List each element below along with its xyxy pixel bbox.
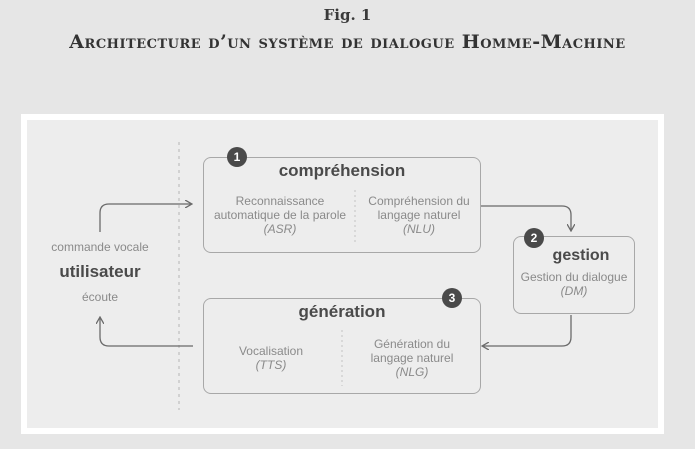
gestion-step-badge: 2 (524, 228, 544, 248)
dm-line: Gestion du dialogue (520, 270, 628, 284)
nlu-abbr: (NLU) (403, 222, 435, 236)
dm-label: Gestion du dialogue (DM) (513, 270, 635, 298)
tts-abbr: (TTS) (255, 358, 287, 372)
nlu-line-1: Compréhension du (368, 194, 470, 208)
gestion-title: gestion (552, 247, 610, 264)
asr-line-2: automatique de la parole (213, 208, 347, 222)
asr-line-1: Reconnaissance (235, 194, 325, 208)
arrow-gestion-to-generation (483, 315, 572, 346)
user-listen-label: écoute (81, 290, 119, 304)
tts-line: Vocalisation (238, 344, 304, 358)
dm-abbr: (DM) (560, 284, 588, 298)
user-label: utilisateur (59, 262, 141, 281)
comprehension-step-badge: 1 (227, 147, 247, 167)
figure-label: Fig. 1 (323, 6, 372, 24)
nlg-abbr: (NLG) (395, 365, 429, 379)
nlg-line-1: Génération du (373, 337, 451, 351)
nlu-line-2: langage naturel (377, 208, 461, 222)
user-command-label: commande vocale (51, 240, 149, 254)
comprehension-title: compréhension (278, 161, 406, 180)
gestion-box: gestion (513, 236, 635, 314)
figure-title: Architecture d’un système de dialogue Ho… (69, 31, 626, 53)
arrow-generation-to-user (100, 318, 193, 347)
comprehension-box: compréhension (203, 157, 481, 253)
generation-step-badge: 3 (442, 288, 462, 308)
nlu-label: Compréhension du langage naturel (NLU) (360, 194, 478, 236)
generation-title: génération (298, 302, 386, 321)
nlg-label: Génération du langage naturel (NLG) (346, 337, 478, 379)
tts-label: Vocalisation (TTS) (205, 344, 337, 372)
generation-box: génération (203, 298, 481, 394)
arrow-comprehension-to-gestion (481, 205, 571, 230)
asr-label: Reconnaissance automatique de la parole … (210, 194, 350, 236)
nlg-line-2: langage naturel (370, 351, 454, 365)
asr-abbr: (ASR) (263, 222, 297, 236)
arrow-user-to-comprehension (99, 204, 191, 232)
